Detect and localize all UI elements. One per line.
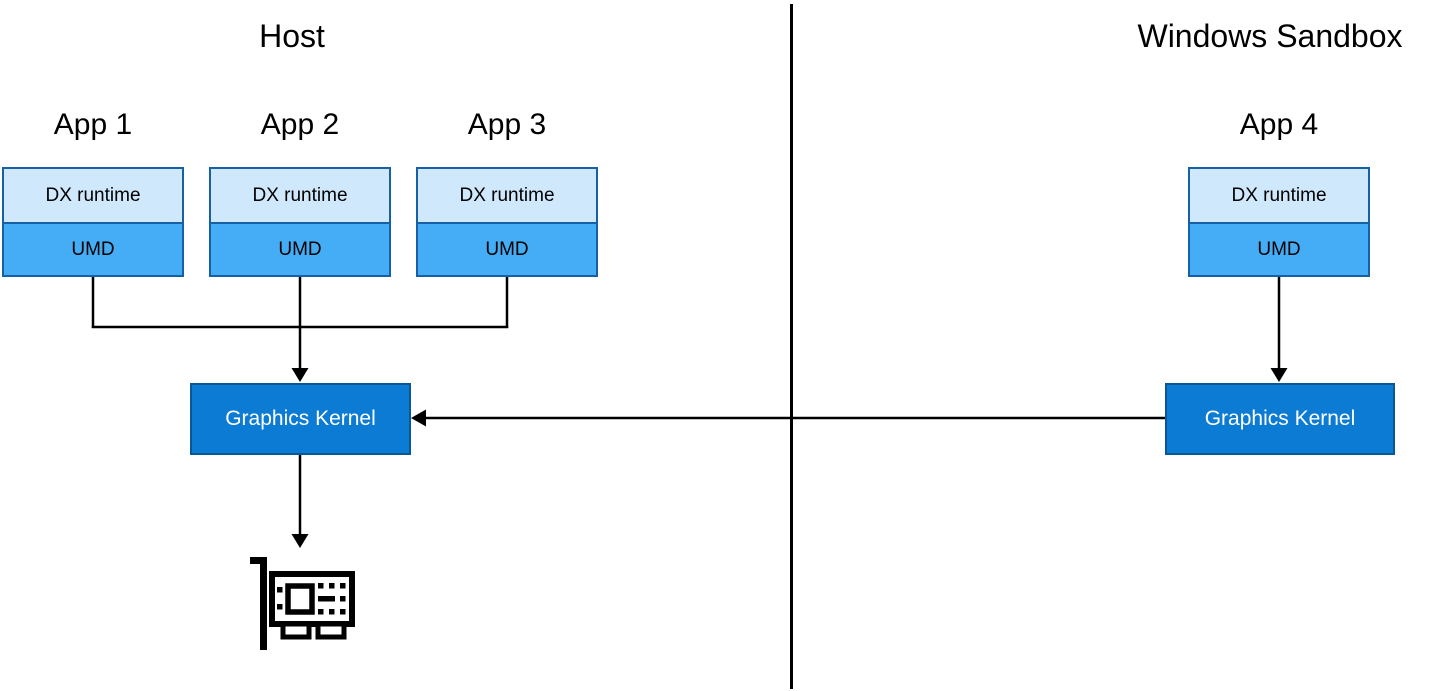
gpu-dot xyxy=(340,583,346,589)
host-graphics-kernel-label: Graphics Kernel xyxy=(225,407,376,430)
app1-umd-box: UMD xyxy=(4,224,182,275)
app3-dx-runtime-box: DX runtime xyxy=(418,169,596,224)
app3-label: App 3 xyxy=(467,108,547,141)
gpu-bracket-hook xyxy=(250,557,267,564)
app4-label: App 4 xyxy=(1239,108,1319,141)
app3-stack: DX runtime UMD xyxy=(416,167,598,277)
gpu-bar xyxy=(318,596,335,602)
arrowhead-into-sandbox-kernel xyxy=(1270,368,1288,382)
gpu-bracket-bar xyxy=(260,557,267,650)
gpu-dot xyxy=(329,583,335,589)
arrowhead-into-gpu xyxy=(291,534,309,548)
gpu-dot xyxy=(277,604,283,610)
gpu-dot xyxy=(318,609,324,615)
app4-umd-box: UMD xyxy=(1190,224,1368,275)
app4-stack: DX runtime UMD xyxy=(1188,167,1370,277)
sandbox-panel-title: Windows Sandbox xyxy=(1137,18,1403,54)
app2-dx-runtime-box: DX runtime xyxy=(211,169,389,224)
dx-runtime-label: DX runtime xyxy=(459,184,555,206)
app2-stack: DX runtime UMD xyxy=(209,167,391,277)
app2-label: App 2 xyxy=(260,108,340,141)
umd-label: UMD xyxy=(278,238,322,260)
dx-runtime-label: DX runtime xyxy=(45,184,141,206)
dx-runtime-label: DX runtime xyxy=(252,184,348,206)
sandbox-graphics-kernel-box: Graphics Kernel xyxy=(1165,383,1395,455)
app4-dx-runtime-box: DX runtime xyxy=(1190,169,1368,224)
umd-label: UMD xyxy=(485,238,529,260)
gpu-chip xyxy=(285,583,315,615)
gpu-card-icon xyxy=(250,557,355,650)
gpu-dot xyxy=(340,609,346,615)
host-panel-title: Host xyxy=(259,18,325,54)
gpu-dot xyxy=(318,583,324,589)
app1-stack: DX runtime UMD xyxy=(2,167,184,277)
host-graphics-kernel-box: Graphics Kernel xyxy=(190,383,411,455)
gpu-connector-tab-2 xyxy=(315,621,347,640)
umd-label: UMD xyxy=(1257,238,1301,260)
gpu-dot xyxy=(340,596,346,602)
umd-label: UMD xyxy=(71,238,115,260)
gpu-connector-tab-1 xyxy=(280,621,312,640)
app2-umd-box: UMD xyxy=(211,224,389,275)
arrowhead-into-host-kernel xyxy=(291,368,309,382)
app1-label: App 1 xyxy=(53,108,133,141)
app3-umd-box: UMD xyxy=(418,224,596,275)
app1-dx-runtime-box: DX runtime xyxy=(4,169,182,224)
sandbox-graphics-kernel-label: Graphics Kernel xyxy=(1204,407,1356,430)
gpu-dot xyxy=(329,609,335,615)
gpu-dot xyxy=(277,587,283,593)
dx-runtime-label: DX runtime xyxy=(1231,184,1327,206)
arrowhead-into-host-kernel-left xyxy=(411,409,426,427)
